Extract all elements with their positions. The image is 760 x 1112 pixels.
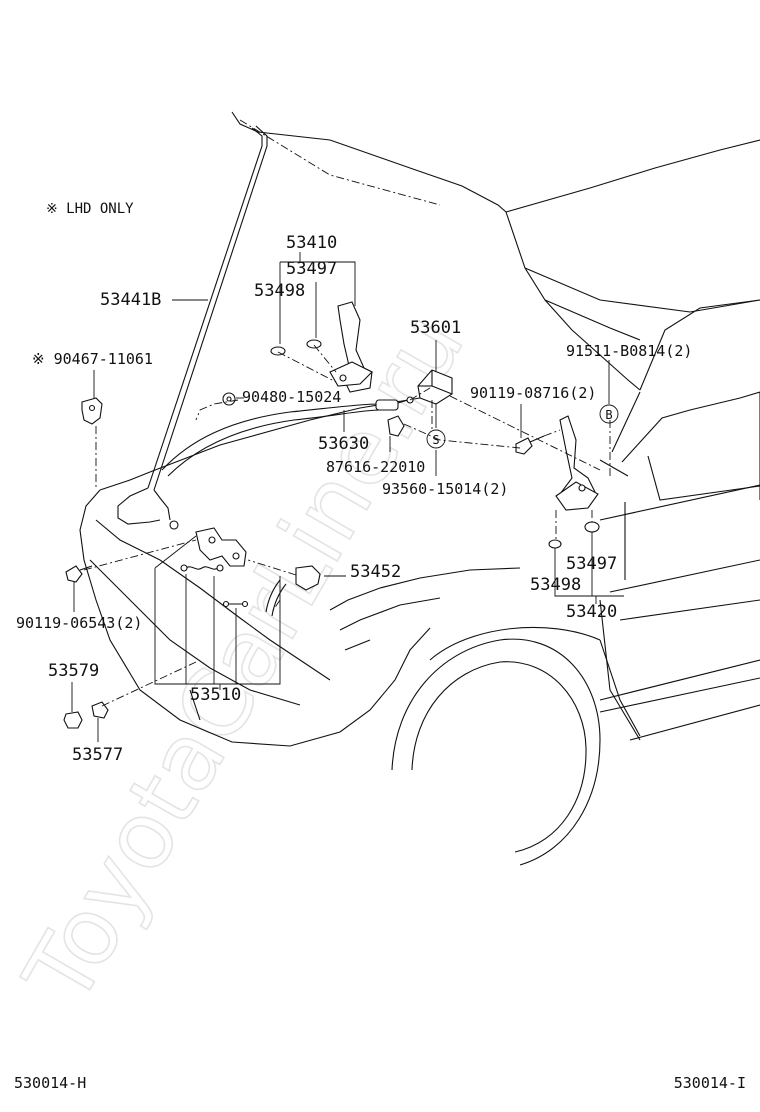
- label-53510: 53510: [190, 685, 241, 705]
- label-53630: 53630: [318, 434, 369, 454]
- label-53497-top: 53497: [286, 259, 337, 279]
- label-93560-15014: 93560-15014(2): [382, 480, 508, 498]
- callout-b: B: [599, 404, 619, 424]
- label-53420: 53420: [566, 602, 617, 622]
- label-53497-right: 53497: [566, 554, 617, 574]
- label-53498-top: 53498: [254, 281, 305, 301]
- hood-lock-assembly: [180, 527, 249, 608]
- hardware-parts: [63, 339, 600, 729]
- windshield-and-pillar: [599, 299, 760, 501]
- hood-support-rod: [117, 125, 268, 530]
- hood-hinge-right: [555, 415, 599, 511]
- label-53601: 53601: [410, 318, 461, 338]
- release-cable: [161, 396, 414, 617]
- label-90119-08716: 90119-08716(2): [470, 384, 596, 402]
- label-90480-15024: 90480-15024: [242, 388, 341, 406]
- label-91511-b0814: 91511-B0814(2): [566, 342, 692, 360]
- label-90467-11061: ※ 90467-11061: [32, 350, 153, 368]
- label-87616-22010: 87616-22010: [326, 458, 425, 476]
- callout-s: S: [426, 429, 446, 449]
- callout-b-text: B: [605, 408, 612, 422]
- label-53498-right: 53498: [530, 575, 581, 595]
- label-90119-06543: 90119-06543(2): [16, 614, 142, 632]
- hood-hinge-left: [329, 301, 373, 393]
- body-side: [599, 392, 760, 741]
- reference-lines: [83, 119, 611, 707]
- wheel-arch: [391, 626, 641, 866]
- callout-s-text: S: [432, 433, 439, 447]
- label-53579: 53579: [48, 661, 99, 681]
- label-53577: 53577: [72, 745, 123, 765]
- leader-lines: [71, 252, 624, 742]
- label-53452: 53452: [350, 562, 401, 582]
- lhd-only-note: ※ LHD ONLY: [46, 201, 134, 217]
- label-53441b: 53441B: [100, 290, 161, 310]
- footer-code-left: 530014-H: [14, 1074, 86, 1092]
- hood-panel: [231, 111, 760, 391]
- footer-code-right: 530014-I: [674, 1074, 746, 1092]
- label-53410: 53410: [286, 233, 337, 253]
- front-fender-and-bumper: [79, 397, 521, 747]
- hood-lock-striker: [417, 369, 453, 405]
